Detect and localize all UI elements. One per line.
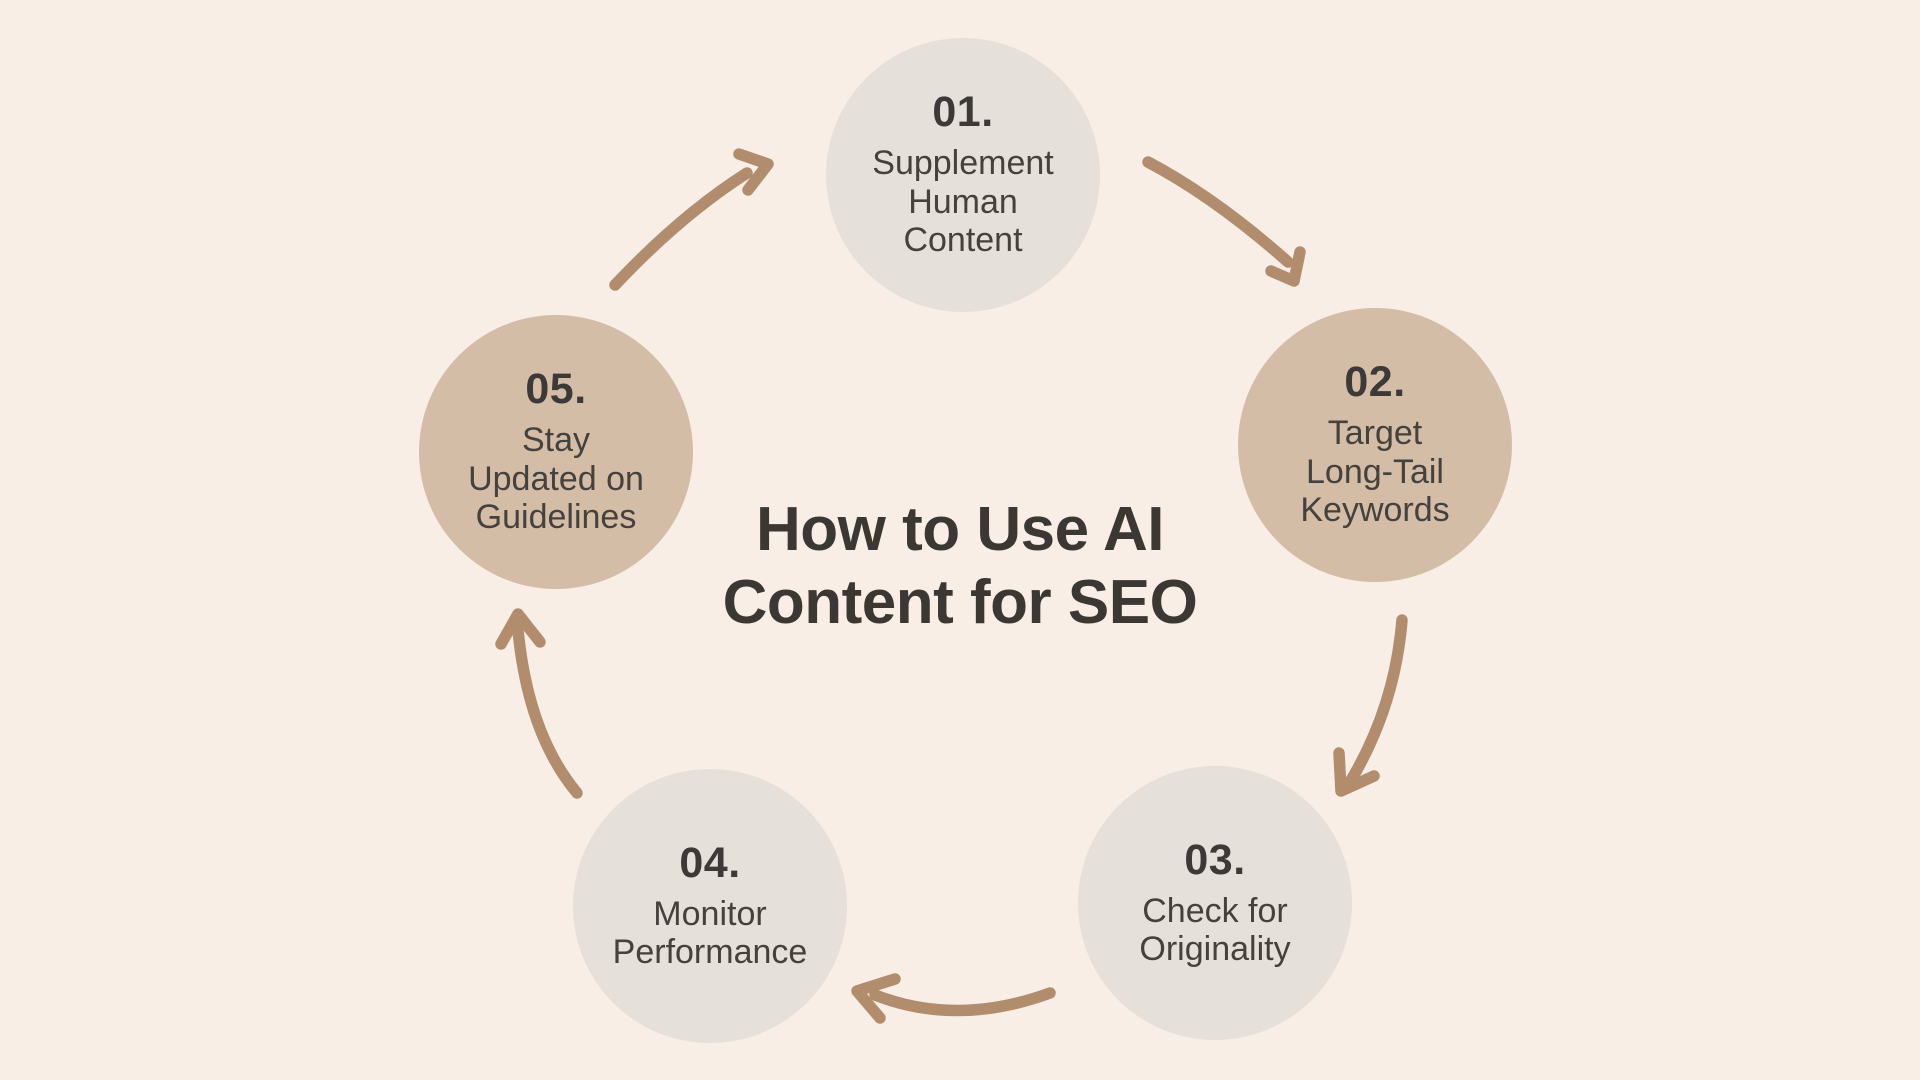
- step-number: 04.: [679, 838, 741, 887]
- arrow-step1-to-step2-icon: [1142, 156, 1306, 287]
- arrow-step2-to-step3-icon: [1333, 614, 1408, 797]
- step-label: Stay Updated on Guidelines: [468, 421, 644, 537]
- step-number: 03.: [1184, 835, 1246, 884]
- step-circle-4: 04. Monitor Performance: [573, 769, 847, 1043]
- step-label: Monitor Performance: [612, 894, 808, 972]
- step-label: Target Long-Tail Keywords: [1300, 414, 1450, 530]
- step-circle-2: 02. Target Long-Tail Keywords: [1238, 308, 1512, 582]
- diagram-title: How to Use AI Content for SEO: [722, 495, 1198, 637]
- step-label: Supplement Human Content: [872, 144, 1054, 260]
- step-number: 02.: [1344, 358, 1406, 407]
- arrow-step3-to-step4-icon: [851, 973, 1056, 1024]
- step-circle-3: 03. Check for Originality: [1078, 766, 1352, 1040]
- step-circle-1: 01. Supplement Human Content: [826, 38, 1100, 312]
- arrow-step5-to-step1-icon: [609, 148, 774, 291]
- step-number: 01.: [932, 88, 994, 137]
- arrow-step4-to-step5-icon: [495, 608, 583, 799]
- step-label: Check for Originality: [1139, 891, 1291, 969]
- step-number: 05.: [525, 365, 587, 414]
- step-circle-5: 05. Stay Updated on Guidelines: [419, 315, 693, 589]
